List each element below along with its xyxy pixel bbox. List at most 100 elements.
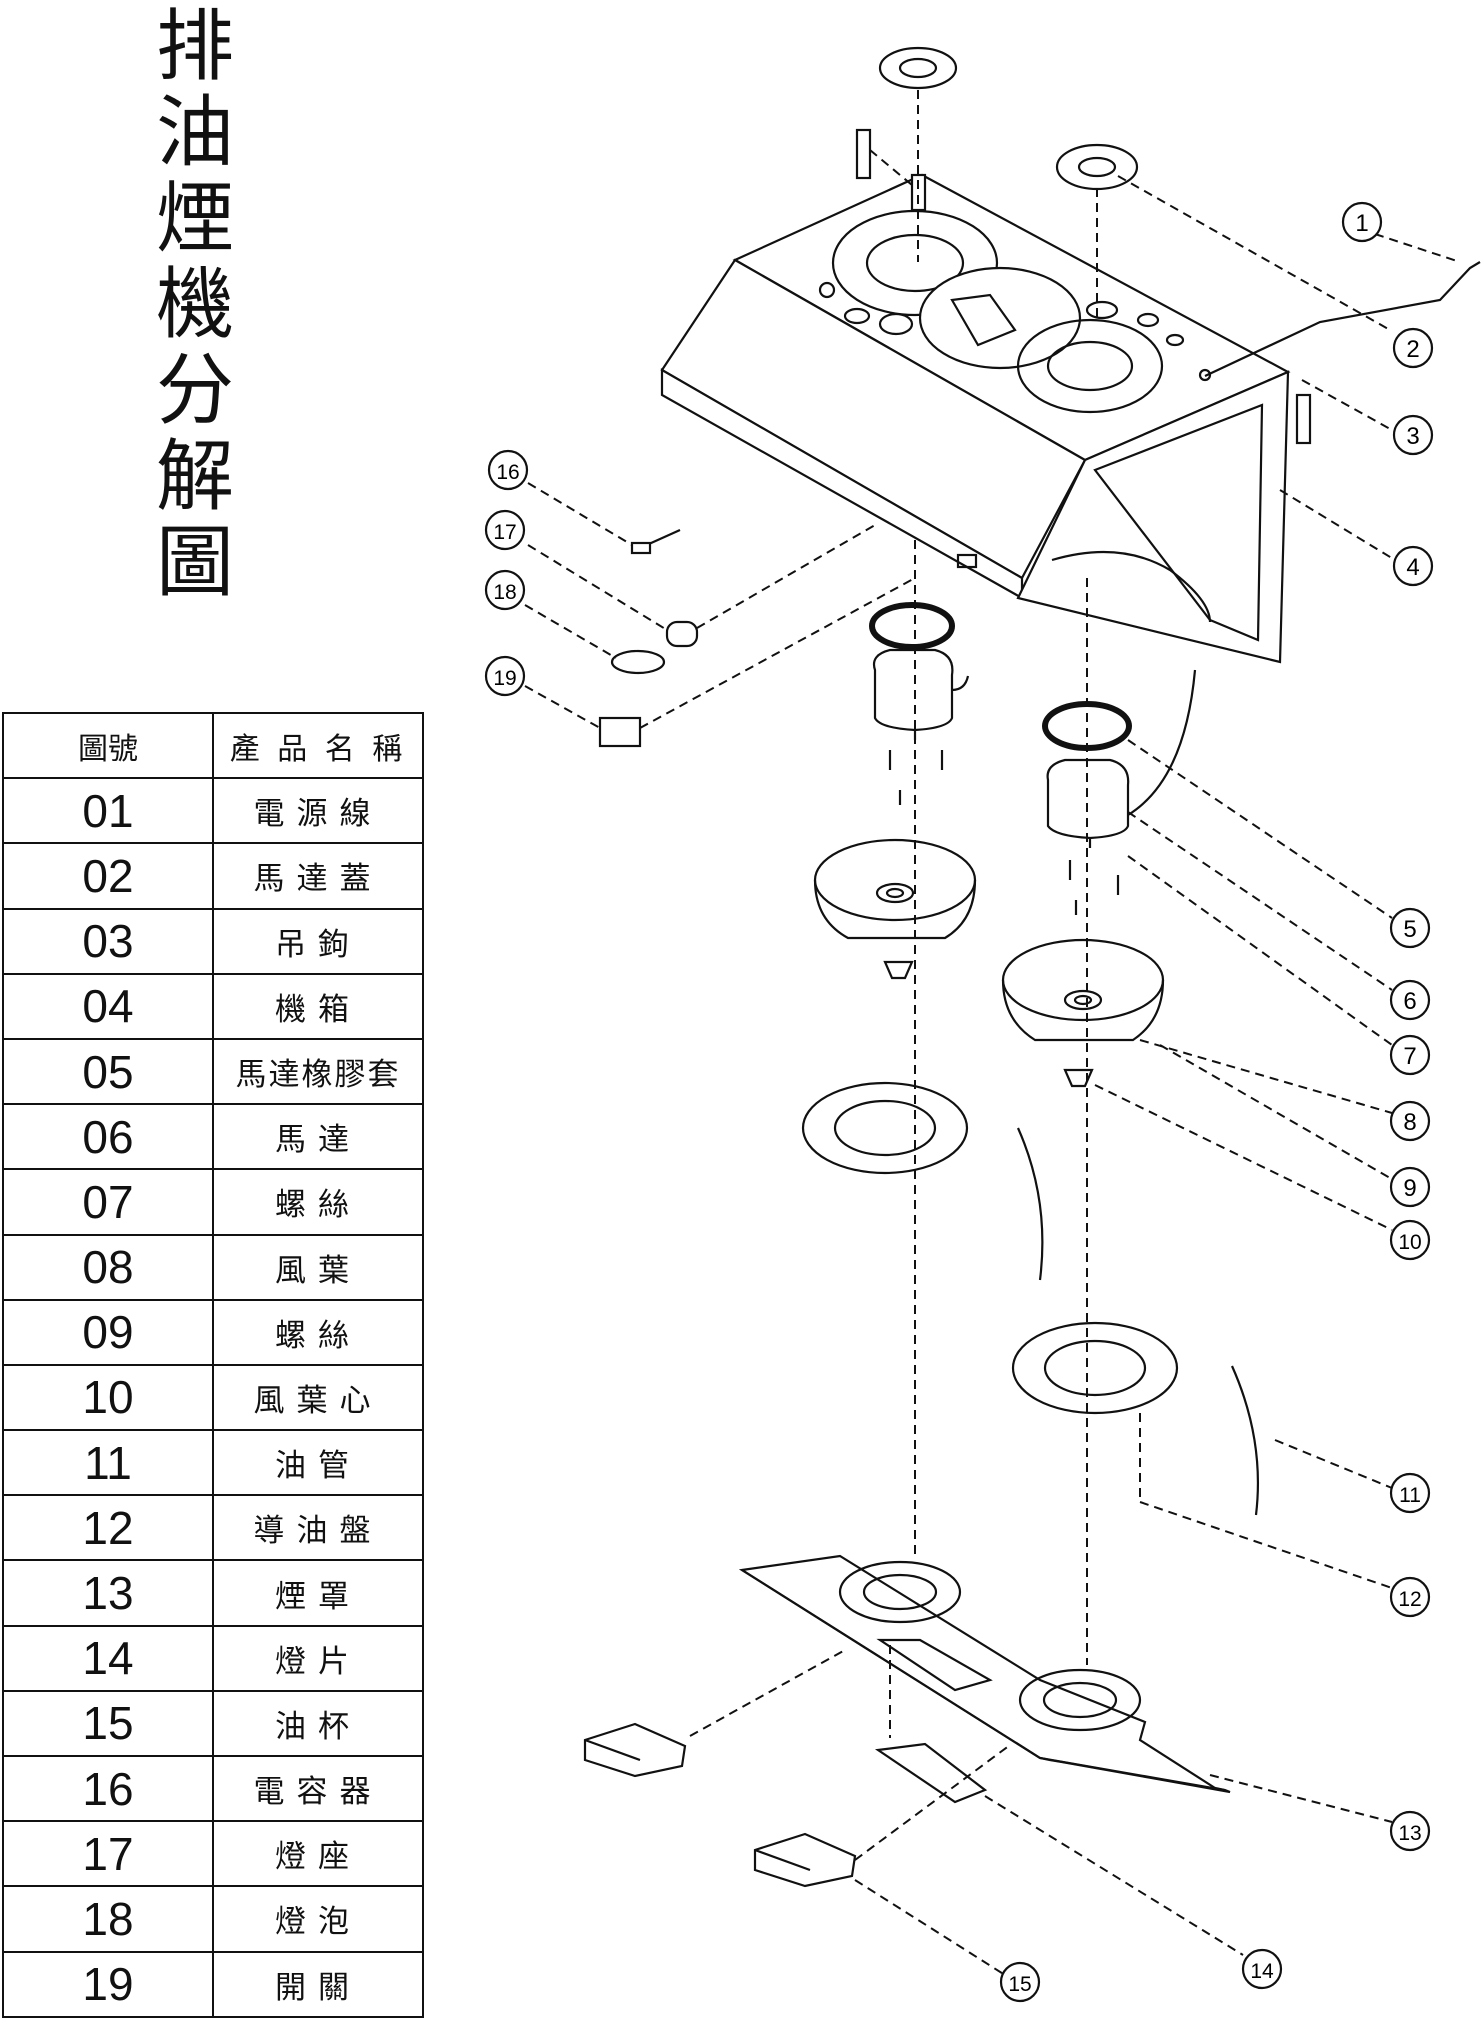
part-name: 馬達蓋 [212, 842, 424, 910]
part-number: 05 [2, 1037, 214, 1106]
part-number: 08 [2, 1233, 214, 1301]
svg-text:7: 7 [1403, 1043, 1416, 1070]
light-bulb [610, 649, 666, 675]
callout-13: 13 [1389, 1810, 1431, 1852]
part-name: 吊鉤 [212, 907, 424, 975]
callout-2: 2 [1392, 327, 1434, 369]
svg-text:17: 17 [493, 521, 516, 544]
fan-center-right [1063, 1068, 1094, 1088]
part-name: 煙罩 [212, 1559, 424, 1627]
screws-left [888, 750, 944, 805]
part-number: 10 [2, 1363, 214, 1432]
header-part-number: 圖號 [2, 711, 214, 780]
part-number: 11 [2, 1429, 214, 1497]
part-name: 電源線 [212, 777, 424, 845]
svg-text:9: 9 [1403, 1175, 1416, 1202]
hood-cabinet [660, 173, 1291, 664]
part-name: 風葉 [212, 1233, 424, 1301]
title-char: 圖 [155, 518, 234, 608]
title-char: 煙 [155, 174, 234, 264]
part-name: 螺絲 [212, 1168, 424, 1236]
fan-center-left [883, 960, 914, 980]
callout-19: 19 [484, 655, 526, 697]
part-name: 風葉心 [212, 1363, 424, 1432]
table-header-row: 圖號 產 品 名 稱 [2, 711, 424, 780]
callout-16: 16 [487, 449, 529, 491]
callout-8: 8 [1389, 1100, 1431, 1142]
power-cord [1204, 261, 1481, 377]
motor-left [872, 648, 970, 740]
top-collar-left [878, 46, 958, 90]
part-number: 12 [2, 1494, 214, 1562]
top-collar-right-inner [1077, 156, 1117, 178]
motor-right [1046, 669, 1197, 848]
part-name: 螺絲 [212, 1298, 424, 1366]
part-name: 燈片 [212, 1624, 424, 1692]
oil-tube-left [1016, 1127, 1044, 1281]
leader-lines [524, 90, 1461, 1976]
svg-text:12: 12 [1398, 1588, 1421, 1611]
part-name: 油管 [212, 1429, 424, 1497]
oil-tube-right [1230, 1365, 1260, 1516]
oil-guide-plate-right [1011, 1321, 1179, 1415]
part-number: 19 [2, 1950, 214, 2018]
callout-9: 9 [1389, 1166, 1431, 1208]
part-name: 燈泡 [212, 1885, 424, 1953]
svg-text:16: 16 [496, 461, 519, 484]
part-number: 04 [2, 972, 214, 1040]
callout-18: 18 [484, 569, 526, 611]
callout-14: 14 [1241, 1948, 1283, 1990]
title-char: 機 [155, 260, 234, 350]
part-name: 導油盤 [212, 1494, 424, 1562]
part-number: 06 [2, 1103, 214, 1171]
callout-17: 17 [484, 509, 526, 551]
part-name: 油杯 [212, 1689, 424, 1758]
part-name: 機箱 [212, 972, 424, 1040]
callout-15: 15 [999, 1961, 1041, 2003]
callout-10: 10 [1389, 1219, 1431, 1261]
top-collar-left-inner [898, 57, 938, 79]
part-number: 15 [2, 1689, 214, 1758]
part-number: 13 [2, 1559, 214, 1627]
fan-blade-left [813, 838, 977, 940]
top-collar-right [1055, 143, 1139, 191]
svg-text:15: 15 [1008, 1973, 1031, 1996]
part-number: 17 [2, 1820, 214, 1888]
callout-5: 5 [1389, 907, 1431, 949]
part-name: 開關 [212, 1950, 424, 2018]
part-name: 電容器 [212, 1754, 424, 1823]
part-number: 16 [2, 1754, 214, 1823]
header-part-name: 產 品 名 稱 [212, 711, 424, 780]
light-cover [874, 1742, 988, 1804]
oil-cup-right [753, 1832, 857, 1888]
title-char: 油 [155, 88, 234, 178]
callout-7: 7 [1389, 1034, 1431, 1076]
screws-right [1068, 860, 1120, 915]
motor-rubber-ring-left [869, 602, 955, 650]
part-name: 馬達橡膠套 [212, 1037, 424, 1106]
part-name: 馬達 [212, 1103, 424, 1171]
oil-guide-plate-left [801, 1081, 969, 1175]
svg-text:4: 4 [1406, 554, 1419, 581]
oil-cup-left [583, 1722, 687, 1778]
part-number: 09 [2, 1298, 214, 1366]
part-name: 燈座 [212, 1820, 424, 1888]
callouts: 1 2 3 4 5 6 7 8 9 10 11 12 13 14 15 16 1… [484, 201, 1434, 2003]
svg-text:3: 3 [1406, 423, 1419, 450]
svg-text:2: 2 [1406, 336, 1419, 363]
